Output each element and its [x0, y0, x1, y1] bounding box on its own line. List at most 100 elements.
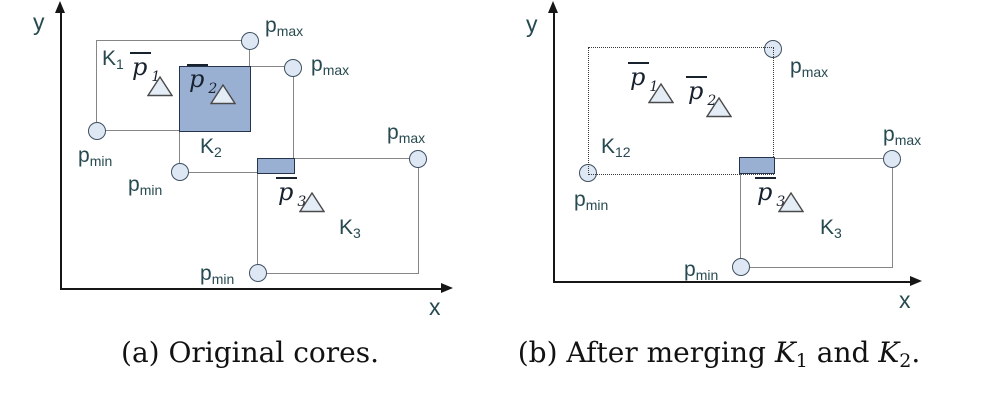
k-letter: K: [820, 216, 835, 239]
panel-a-x-axis: [61, 288, 442, 290]
k-letter: K: [339, 216, 354, 239]
point-pmax-k1: [241, 32, 259, 50]
pbar-letter: p: [755, 177, 777, 204]
k-letter: K: [601, 135, 616, 158]
pbar-letter: p: [686, 76, 708, 103]
min-subscript: min: [89, 153, 113, 169]
caption-b-and: and: [807, 336, 879, 369]
y-label-text: y: [526, 11, 538, 37]
label-core-k2: K2: [200, 136, 222, 159]
p-letter: p: [684, 258, 696, 281]
x-label-text: x: [429, 294, 441, 320]
panel-a-y-axis-arrowhead-icon: [55, 1, 65, 13]
intersection-k12-k3: [739, 157, 775, 174]
panel-a-x-axis-arrowhead-icon: [441, 283, 453, 293]
min-subscript: min: [585, 197, 609, 213]
p-letter: p: [387, 121, 399, 144]
min-subscript: min: [139, 182, 163, 198]
label-pmin-k12: pmin: [574, 189, 608, 212]
caption-b-period: .: [911, 336, 921, 369]
k-letter: K: [200, 135, 215, 158]
pbar-letter: p: [628, 62, 650, 89]
pbar-letter: p: [276, 177, 298, 204]
label-pmin-k2: pmin: [128, 174, 162, 197]
point-pmin-k2: [171, 163, 189, 181]
pbar1-subscript: 1: [649, 79, 659, 95]
k-letter: K: [102, 47, 117, 70]
caption-b-prefix: (b) After merging: [517, 336, 775, 369]
p-letter: p: [574, 188, 586, 211]
core-k3-rect-b: [740, 158, 893, 268]
k12-subscript: 12: [615, 144, 631, 160]
min-subscript: min: [211, 271, 235, 287]
max-subscript: max: [398, 130, 426, 146]
label-core-k12: K12: [601, 136, 631, 159]
panel-a-x-axis-label: x: [429, 296, 441, 319]
max-subscript: max: [801, 64, 829, 80]
k3-subscript: 3: [353, 225, 361, 241]
panel-b-y-axis-arrowhead-icon: [548, 1, 558, 13]
pbar-letter: p: [187, 64, 209, 91]
intersection-k2-k3: [257, 158, 295, 174]
caption-b-script-k1: K: [774, 336, 796, 369]
label-pmax-k12: pmax: [790, 56, 828, 79]
caption-b-k2-subscript: 2: [899, 350, 912, 372]
caption-a-text: (a) Original cores.: [121, 336, 379, 369]
panel-b-y-axis-label: y: [526, 13, 538, 36]
pbar1-subscript: 1: [151, 69, 161, 85]
label-core-k3: K3: [339, 217, 361, 240]
panel-b-x-axis-label: x: [899, 289, 911, 312]
k3-subscript: 3: [834, 225, 842, 241]
point-pmax-k3: [409, 150, 427, 168]
point-pmax-k3-b: [883, 150, 901, 168]
mean-point-marker-p1: [147, 75, 173, 97]
max-subscript: max: [276, 23, 304, 39]
panel-b-x-axis-arrowhead-icon: [910, 276, 922, 286]
mean-point-marker-p2: [210, 83, 236, 105]
label-pmax-k1: pmax: [265, 15, 303, 38]
max-subscript: max: [322, 62, 350, 78]
pbar-letter: p: [130, 52, 152, 79]
caption-a: (a) Original cores.: [60, 335, 440, 370]
panel-b-x-axis: [554, 281, 911, 283]
mean-point-marker-p3: [299, 191, 325, 213]
p-letter: p: [265, 14, 277, 37]
pbar2-subscript: 2: [208, 81, 218, 97]
core-k12-dotted-rect: [588, 47, 774, 175]
pbar2-subscript: 2: [707, 93, 717, 109]
label-pmax-k2: pmax: [311, 54, 349, 77]
p-letter: p: [790, 55, 802, 78]
label-core-k3-b: K3: [820, 217, 842, 240]
label-core-k1: K1: [102, 48, 124, 71]
caption-b-script-k2: K: [878, 336, 900, 369]
mean-point-marker-p3-b: [778, 191, 804, 213]
panel-a-y-axis: [60, 12, 62, 290]
k1-subscript: 1: [116, 56, 124, 72]
caption-b: (b) After merging K1 and K2.: [478, 335, 960, 374]
p-letter: p: [128, 173, 140, 196]
intersection-k1-k2: [179, 66, 251, 132]
y-label-text: y: [33, 9, 45, 35]
pbar3-subscript: 3: [297, 194, 307, 210]
mean-point-marker-p2-b: [706, 96, 732, 118]
label-pmax-k3: pmax: [387, 122, 425, 145]
label-pmin-k1: pmin: [78, 145, 112, 168]
point-pmax-k2: [284, 59, 302, 77]
label-pmin-k3-b: pmin: [684, 259, 718, 282]
caption-b-k1-subscript: 1: [795, 350, 808, 372]
p-letter: p: [78, 144, 90, 167]
label-pmax-k3-b: pmax: [883, 124, 921, 147]
min-subscript: min: [695, 267, 719, 283]
pbar3-subscript: 3: [776, 194, 786, 210]
point-pmin-k1: [88, 122, 106, 140]
x-label-text: x: [899, 287, 911, 313]
core-k3-rect: [257, 158, 419, 274]
p-letter: p: [200, 262, 212, 285]
label-pmin-k3: pmin: [200, 263, 234, 286]
mean-point-marker-p1-b: [648, 82, 674, 104]
